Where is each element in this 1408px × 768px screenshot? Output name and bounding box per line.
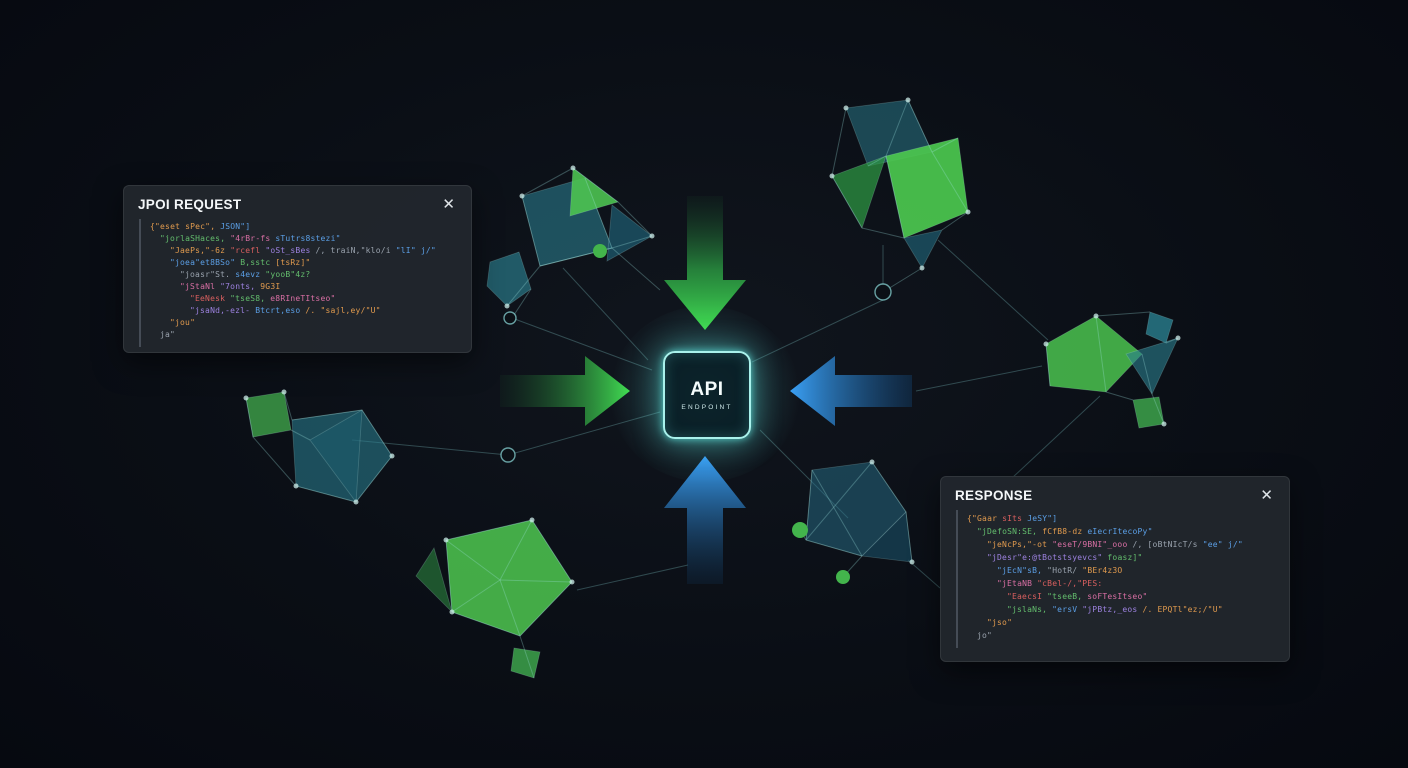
request-panel: JPOI REQUEST ✕ {"eset sPec", JSON"]"jorl…: [123, 185, 472, 353]
request-code-block: {"eset sPec", JSON"]"jorlaSHaces, "4rBr-…: [139, 219, 471, 347]
request-panel-title: JPOI REQUEST: [138, 197, 242, 212]
response-code-block: {"Gaar sIts JeSY"]"jDefoSN:SE, fCfB8-dz …: [956, 510, 1289, 648]
mesh-cluster-right: [1043, 311, 1181, 429]
mesh-cluster-top-right: [829, 97, 971, 301]
close-icon[interactable]: ✕: [442, 196, 455, 213]
api-endpoint-subtitle: ENDPOINT: [681, 404, 733, 411]
api-endpoint-title: API: [690, 379, 724, 400]
close-icon[interactable]: ✕: [1260, 487, 1273, 504]
mesh-cluster-bottom-right: [792, 459, 915, 584]
request-panel-header: JPOI REQUEST ✕: [124, 186, 471, 217]
blue-arrow-left: [790, 356, 912, 426]
green-arrow-down: [664, 196, 746, 330]
response-panel-title: RESPONSE: [955, 488, 1033, 503]
mesh-cluster-left: [243, 389, 516, 505]
mesh-cluster-bottom-left: [415, 517, 575, 679]
response-panel-header: RESPONSE ✕: [941, 477, 1289, 508]
api-endpoint-node: API ENDPOINT: [663, 351, 751, 439]
response-panel: RESPONSE ✕ {"Gaar sIts JeSY"]"jDefoSN:SE…: [940, 476, 1290, 662]
blue-arrow-up: [664, 456, 746, 584]
green-arrow-right: [500, 356, 630, 426]
mesh-cluster-top-center: [486, 165, 661, 325]
